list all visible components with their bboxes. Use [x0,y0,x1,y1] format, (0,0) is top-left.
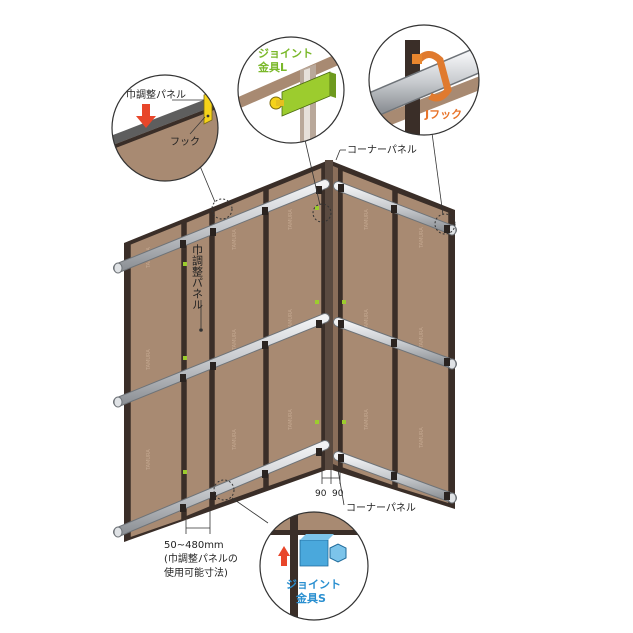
svg-text:TAMURA: TAMURA [146,449,152,471]
svg-text:TAMURA: TAMURA [364,209,370,231]
up-arrow-icon [278,546,290,566]
svg-text:TAMURA: TAMURA [288,409,294,431]
svg-text:TAMURA: TAMURA [364,409,370,431]
joint-l-label-line2: 金具L [257,60,287,74]
range-line-2: (巾調整パネルの [164,552,238,565]
j-hook-clamp [414,51,452,102]
j-hook-label: Jフック [424,108,462,121]
joint-s-label-line1: ジョイント [286,578,341,591]
callout-width-panel-label: 巾調整パネル [126,88,186,101]
hex-bolt-icon [329,543,347,563]
right-panel-corner [333,166,338,466]
width-panel-vertical-label: 巾調整パネル [191,243,204,310]
dimension-90 [321,470,341,484]
down-arrow-icon [136,104,156,128]
pipe-clamps [180,184,450,512]
svg-text:TAMURA: TAMURA [232,429,238,451]
svg-text:TAMURA: TAMURA [288,209,294,231]
svg-text:TAMURA: TAMURA [419,427,425,449]
svg-text:TAMURA: TAMURA [364,309,370,331]
dim-90-b: 90 [332,489,344,499]
callout-j-hook: Jフック [368,24,480,136]
joint-markers [183,206,346,474]
joint-l-label-line1: ジョイント [258,47,313,60]
svg-text:TAMURA: TAMURA [232,229,238,251]
left-panel-1 [129,221,183,540]
callout-hook-label: フック [170,136,200,148]
width-panel-annotation: 巾調整パネル [191,243,204,332]
svg-text:TAMURA: TAMURA [419,227,425,249]
svg-text:TAMURA: TAMURA [288,309,294,331]
range-line-1: 50~480mm [164,540,224,551]
svg-text:TAMURA: TAMURA [146,349,152,371]
range-line-3: 使用可能寸法) [164,566,228,579]
svg-text:TAMURA: TAMURA [419,327,425,349]
svg-text:TAMURA: TAMURA [232,329,238,351]
range-dimension [185,510,211,534]
panel-texture-right: TAMURA TAMURA TAMURA TAMURA TAMURA TAMUR… [364,209,425,449]
leader-lines [199,132,444,524]
detail-markers [211,198,456,501]
callout-width-panel: 巾調整パネル フック [111,74,219,182]
joint-s-label-line2: 金具S [295,591,326,605]
callout-joint-s: ジョイント 金具S [259,511,369,621]
corner-panel-bottom-label: コーナーパネル [346,502,416,514]
callout-joint-l: ジョイント 金具L [237,36,345,144]
dim-90-a: 90 [315,489,327,499]
corner-panel-top-label: コーナーパネル [347,144,417,156]
joint-s-bracket [299,539,329,567]
